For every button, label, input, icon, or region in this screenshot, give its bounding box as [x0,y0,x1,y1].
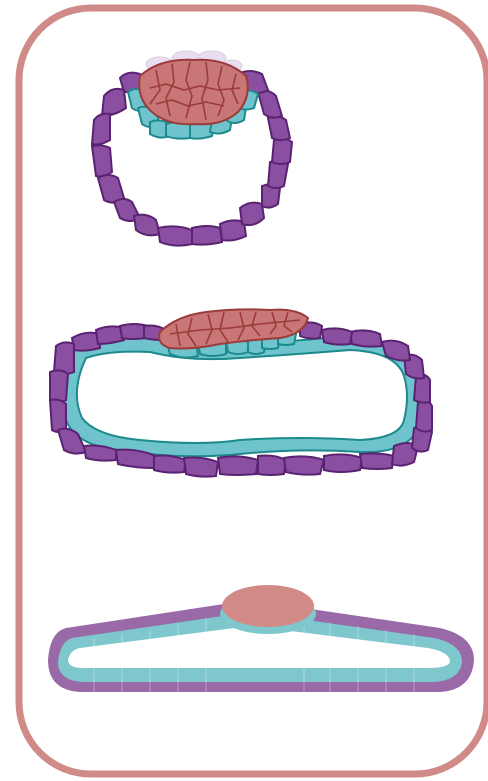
stage-3-cluster [222,585,314,627]
stage-1-cluster [139,60,248,124]
